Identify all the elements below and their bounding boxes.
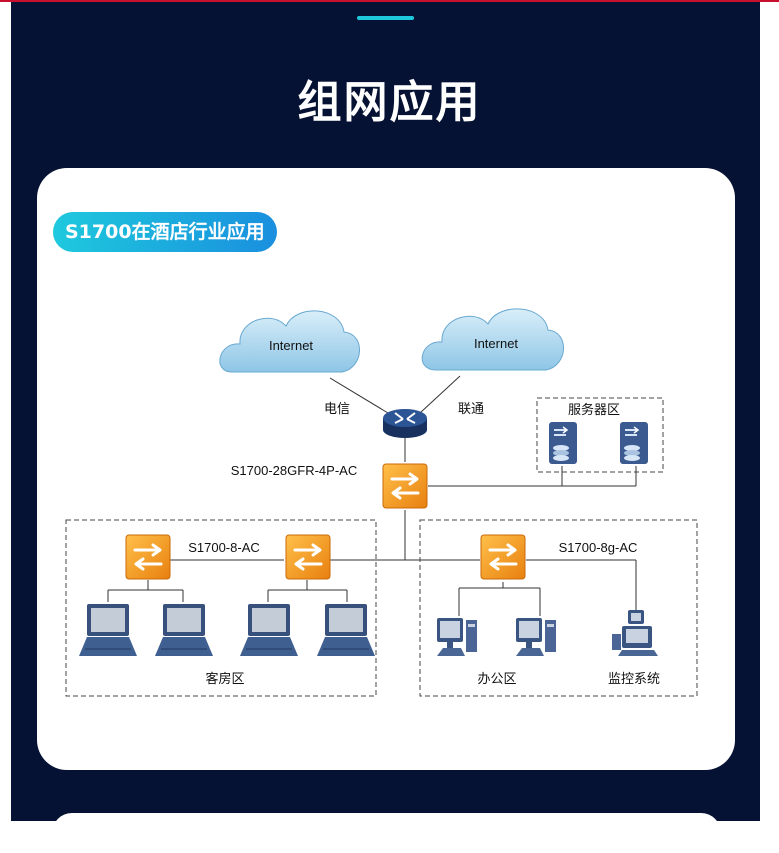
isp-left-label: 电信 (324, 401, 350, 416)
laptop-icon (239, 603, 299, 657)
guest-switch-right-icon (284, 533, 332, 581)
server-icon (548, 421, 578, 465)
server-zone-box (536, 397, 664, 473)
isp-right-label: 联通 (458, 401, 484, 416)
section-pill: S1700在酒店行业应用 (53, 212, 277, 252)
laptop-icon (154, 603, 214, 657)
links (107, 375, 637, 616)
monitor-terminal-icon (612, 610, 658, 656)
monitor-zone-label: 监控系统 (608, 671, 660, 686)
laptop-icon (316, 603, 376, 657)
cloud-left-label: Internet (269, 338, 313, 353)
guest-zone-box (65, 519, 377, 697)
desktop-pc-icon (437, 618, 477, 656)
router-icon (383, 409, 427, 438)
server-icon (619, 421, 649, 465)
laptop-icon (78, 603, 138, 657)
office-zone-box (419, 519, 698, 697)
guest-switch-label: S1700-8-AC (188, 540, 260, 555)
core-switch-icon (381, 462, 429, 510)
office-zone-label: 办公区 (477, 671, 516, 686)
office-switch-icon (479, 533, 527, 581)
zones (65, 397, 698, 697)
page-title: 组网应用 (297, 77, 482, 128)
top-border (0, 0, 779, 2)
desktop-pc-icon (516, 618, 556, 656)
cloud-right-icon (421, 308, 564, 371)
cloud-left-icon (219, 310, 360, 373)
network-diagram: Internet Internet 电信 联通 S1700-28GFR-4P-A… (65, 308, 698, 697)
title-accent-bar (357, 16, 414, 20)
guest-switch-left-icon (124, 533, 172, 581)
office-switch-label: S1700-8g-AC (559, 540, 638, 555)
guest-zone-label: 客房区 (205, 671, 244, 686)
core-switch-label: S1700-28GFR-4P-AC (231, 463, 357, 478)
cloud-right-label: Internet (474, 336, 518, 351)
server-zone-label: 服务器区 (568, 402, 620, 417)
